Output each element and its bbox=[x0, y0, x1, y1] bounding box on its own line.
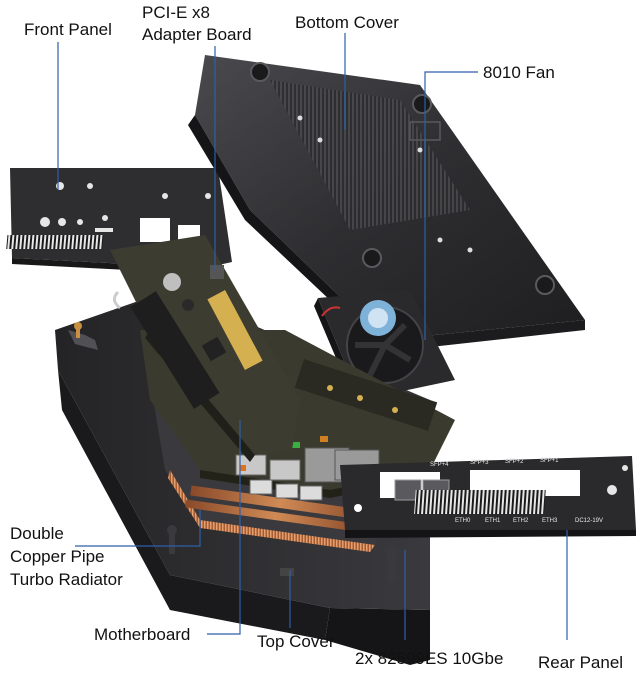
port-label: SFP+2 bbox=[505, 459, 524, 465]
label-bottom-cover: Bottom Cover bbox=[295, 13, 399, 32]
port-label: ETH1 bbox=[485, 518, 501, 524]
label-rear-panel: Rear Panel bbox=[538, 653, 624, 672]
port-label: SFP+1 bbox=[540, 458, 559, 464]
leader-fan bbox=[424, 71, 478, 340]
label-motherboard: Motherboard bbox=[94, 625, 191, 644]
port-label: ETH2 bbox=[513, 518, 529, 524]
leader-motherboard bbox=[207, 420, 241, 635]
port-label: SFP+3 bbox=[470, 460, 489, 466]
label-radiator: Double Copper Pipe Turbo Radiator bbox=[10, 524, 123, 589]
label-front-panel: Front Panel bbox=[24, 20, 112, 39]
label-fan: 8010 Fan bbox=[483, 63, 555, 82]
label-pcie-adapter: PCI-E x8 Adapter Board bbox=[142, 3, 252, 44]
rear-panel-port-labels: SFP+4 SFP+3 SFP+2 SFP+1 ETH0 ETH1 ETH2 E… bbox=[430, 458, 603, 524]
label-top-cover: Top Cover bbox=[257, 632, 335, 651]
leader-radiator bbox=[75, 510, 201, 547]
port-label: DC12-19V bbox=[575, 518, 603, 524]
pcie-adapter-board bbox=[74, 235, 300, 462]
rear-panel: SFP+4 SFP+3 SFP+2 SFP+1 ETH0 ETH1 ETH2 E… bbox=[167, 456, 636, 582]
bottom-cover bbox=[188, 55, 585, 352]
port-label: SFP+4 bbox=[430, 462, 449, 468]
port-label: ETH3 bbox=[542, 518, 558, 524]
label-nic: 2x 82599ES 10Gbe bbox=[355, 649, 504, 668]
leader-lines bbox=[57, 33, 568, 640]
port-label: ETH0 bbox=[455, 518, 471, 524]
